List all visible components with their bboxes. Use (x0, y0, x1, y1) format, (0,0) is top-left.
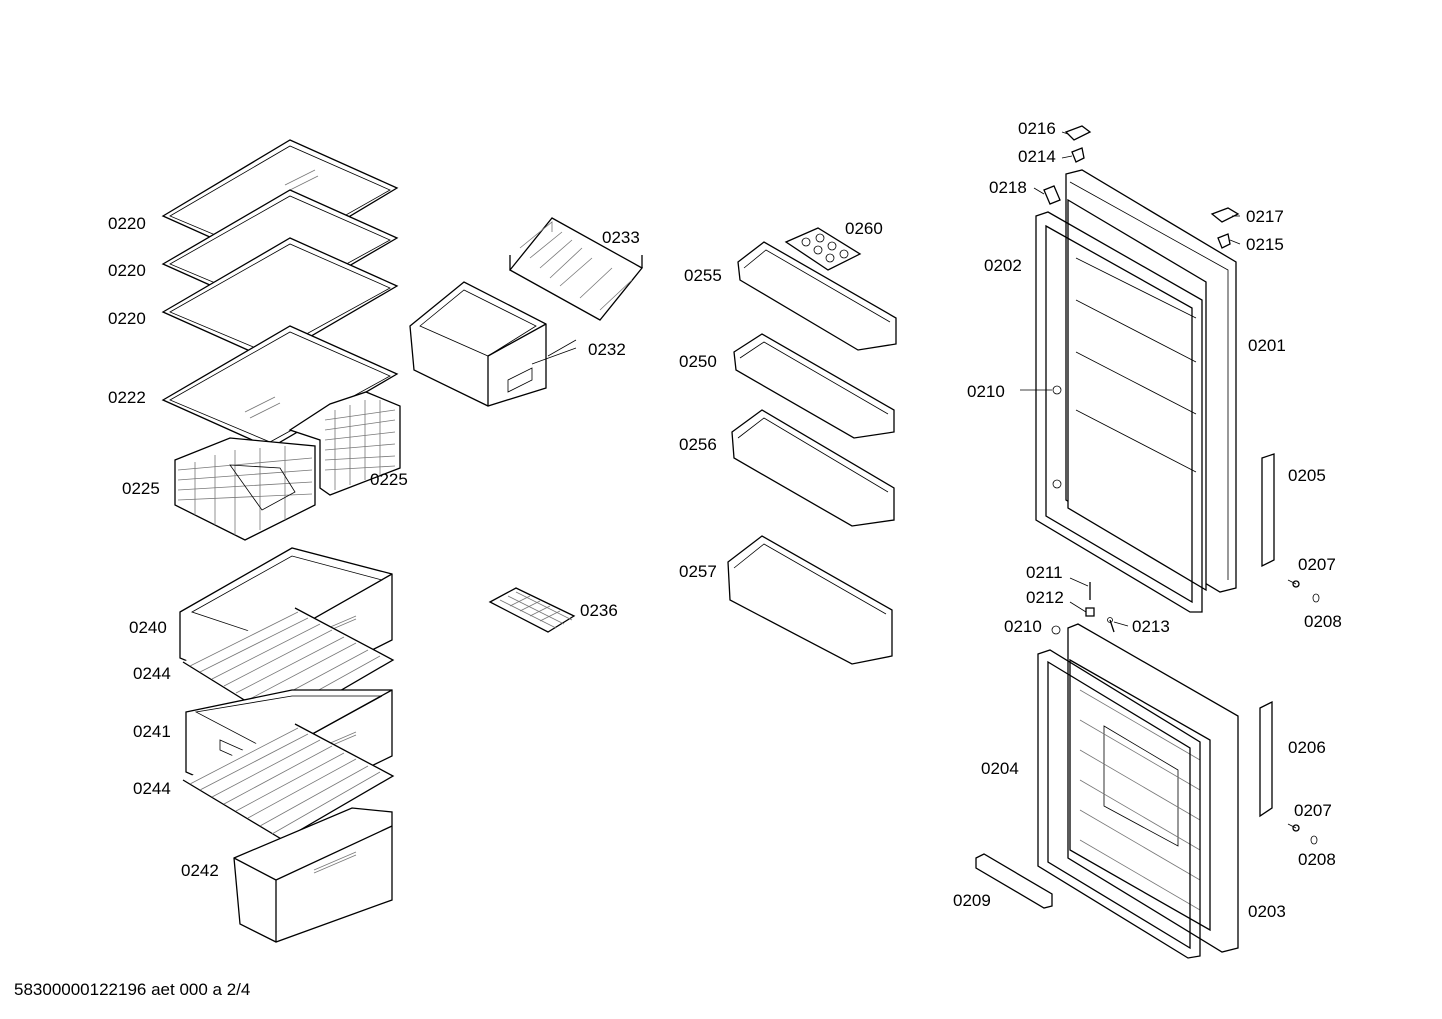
door-bin-0256 (732, 410, 894, 526)
label-0208-upper: 0208 (1304, 612, 1342, 631)
hinge-cap-0216 (1066, 126, 1090, 140)
hinge-cap-0217 (1212, 208, 1238, 222)
seal-plate-0218 (1044, 186, 1060, 204)
label-0225-right: 0225 (370, 470, 408, 489)
washer-0208-upper (1313, 594, 1319, 602)
screw-0207-lower (1288, 824, 1299, 831)
label-0204: 0204 (981, 759, 1019, 778)
drawer-0242 (234, 808, 392, 942)
label-0242: 0242 (181, 861, 219, 880)
label-0257: 0257 (679, 562, 717, 581)
label-0211: 0211 (1026, 563, 1063, 582)
label-0210-lower: 0210 (1004, 617, 1042, 636)
crisper-box-0232 (410, 282, 576, 406)
label-0218: 0218 (989, 178, 1027, 197)
label-0205: 0205 (1288, 466, 1326, 485)
label-0222: 0222 (108, 388, 146, 407)
hinge-pin-0215 (1218, 234, 1230, 248)
screw-0207-upper (1288, 580, 1299, 587)
label-0214: 0214 (1018, 147, 1056, 166)
label-0250: 0250 (679, 352, 717, 371)
label-0202: 0202 (984, 256, 1022, 275)
glass-shelf-0220-lower (163, 238, 397, 360)
wire-rack-0233 (510, 218, 642, 320)
label-0208-lower: 0208 (1298, 850, 1336, 869)
label-0217: 0217 (1246, 207, 1284, 226)
label-0220-middle: 0220 (108, 261, 146, 280)
label-0236: 0236 (580, 601, 618, 620)
screw-0213 (1108, 618, 1115, 633)
label-0210-upper: 0210 (967, 382, 1005, 401)
label-0225-left: 0225 (122, 479, 160, 498)
label-0207-lower: 0207 (1294, 801, 1332, 820)
hinge-pin-0214 (1072, 148, 1084, 162)
label-0240: 0240 (129, 618, 167, 637)
door-liner-upper (1068, 200, 1206, 590)
label-0216: 0216 (1018, 119, 1056, 138)
door-gasket-0204 (1038, 650, 1200, 958)
bushing-0212 (1086, 608, 1094, 616)
label-0260: 0260 (845, 219, 883, 238)
door-liner-lower (1070, 660, 1210, 930)
leader-lines (1034, 132, 1240, 626)
label-0201: 0201 (1248, 336, 1286, 355)
part-labels: 0220 0220 0220 0222 0225 0225 0240 0244 … (108, 119, 1342, 921)
label-0241: 0241 (133, 722, 171, 741)
label-0207-upper: 0207 (1298, 555, 1336, 574)
handle-0205 (1262, 454, 1274, 566)
handle-0206 (1260, 702, 1272, 816)
label-0244-lower: 0244 (133, 779, 171, 798)
wire-basket-0225-left (175, 438, 315, 540)
label-0232: 0232 (588, 340, 626, 359)
drawing-reference-number: 58300000122196 aet 000 a 2/4 (14, 980, 251, 999)
label-0209: 0209 (953, 891, 991, 910)
egg-tray-0260 (786, 228, 860, 270)
glass-shelf-0222 (163, 326, 397, 448)
label-0256: 0256 (679, 435, 717, 454)
label-0213: 0213 (1132, 617, 1170, 636)
label-0220-lower: 0220 (108, 309, 146, 328)
hinge-0210-lower (1052, 626, 1060, 634)
label-0233: 0233 (602, 228, 640, 247)
wire-basket-0225-right (290, 392, 400, 495)
label-0212: 0212 (1026, 588, 1064, 607)
label-0215: 0215 (1246, 235, 1284, 254)
wire-shelf-0244-lower (183, 724, 393, 840)
door-gasket-0202 (1020, 212, 1202, 612)
label-0244-upper: 0244 (133, 664, 171, 683)
label-0220-top: 0220 (108, 214, 146, 233)
ice-tray-0236 (490, 588, 574, 632)
door-bin-0250 (734, 334, 894, 438)
label-0206: 0206 (1288, 738, 1326, 757)
washer-0208-lower (1311, 836, 1317, 844)
trim-panel-0209 (976, 854, 1052, 908)
label-0203: 0203 (1248, 902, 1286, 921)
door-bin-0257 (728, 536, 892, 664)
door-bin-0255 (738, 242, 896, 350)
label-0255: 0255 (684, 266, 722, 285)
